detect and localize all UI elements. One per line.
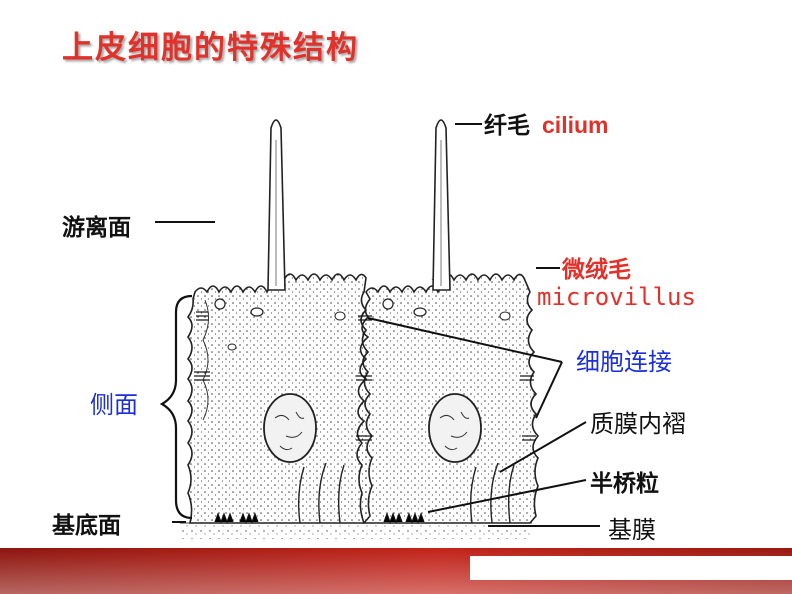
basal-surface-label: 基底面: [52, 513, 121, 539]
footer-band: [0, 548, 792, 594]
lateral-brace: [159, 294, 193, 520]
page-title: 上皮细胞的特殊结构: [62, 30, 359, 66]
cell-junction-label: 细胞连接: [576, 348, 672, 376]
cilium-label: 纤毛 cilium: [484, 106, 608, 140]
cilium-label-en: cilium: [542, 112, 609, 138]
cilium-label-cn: 纤毛: [484, 113, 530, 139]
left-cell: [186, 119, 374, 524]
leader-lines: [155, 123, 600, 527]
right-cell: [356, 119, 540, 524]
infolding-label: 质膜内褶: [590, 410, 686, 438]
hemidesmosome-leader: [427, 479, 587, 513]
microvillus-label-cn: 微绒毛: [562, 257, 631, 283]
apical-surface-label: 游离面: [62, 215, 131, 241]
lateral-surface-label: 侧面: [90, 391, 138, 419]
microvillus-label-en: microvillus: [537, 283, 696, 311]
basement-membrane-band: [180, 522, 532, 539]
infolding-leader: [499, 421, 587, 473]
junction-leader-2: [535, 361, 563, 419]
junction-leader-1: [367, 317, 563, 363]
hemidesmosome-label: 半桥粒: [590, 471, 659, 497]
basement-membrane-label: 基膜: [608, 516, 656, 544]
